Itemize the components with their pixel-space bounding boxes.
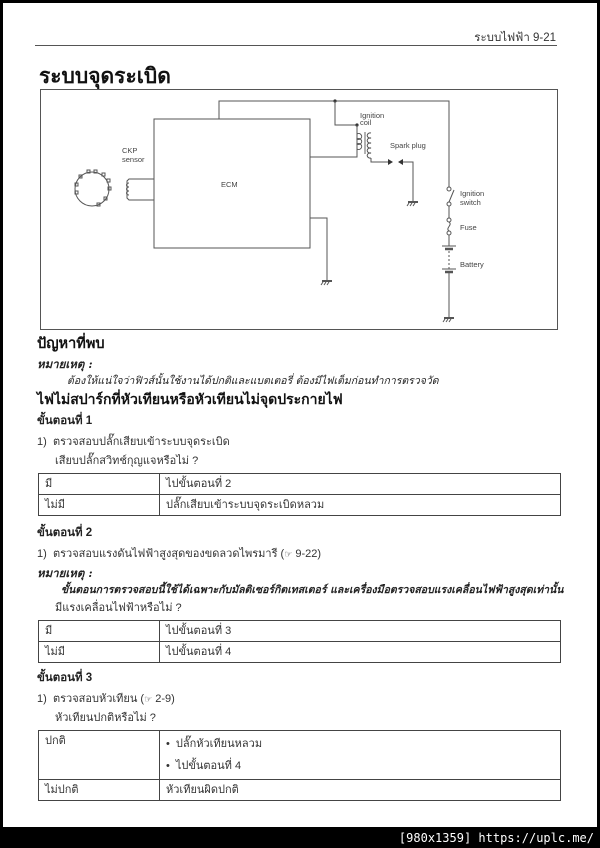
note-label: หมายเหตุ : <box>37 566 93 580</box>
running-head: ระบบไฟฟ้า 9-21 <box>474 32 556 44</box>
ground-icon <box>320 280 332 286</box>
step-question: เสียบปลั๊กสวิทช์กุญแจหรือไม่ ? <box>55 455 199 467</box>
svg-text:Spark plug: Spark plug <box>390 141 426 150</box>
table-row: ไม่มี ปลั๊กเสียบเข้าระบบจุดระเบิดหลวม <box>38 494 561 516</box>
reference-link[interactable]: 2-9) <box>155 693 175 705</box>
table-row: ไม่ปกติ หัวเทียนผิดปกติ <box>38 779 561 801</box>
action-list: ปลั๊กหัวเทียนหลวม ไปขั้นตอนที่ 4 <box>166 733 554 777</box>
troubleshooting-content: ปัญหาที่พบ หมายเหตุ : ต้องให้แน่ใจว่าฟิว… <box>37 333 563 801</box>
svg-text:Ignition: Ignition <box>460 189 484 198</box>
svg-text:Ignition: Ignition <box>360 111 384 120</box>
table-row: มี ไปขั้นตอนที่ 3 <box>38 620 561 642</box>
symptom-heading: ไฟไม่สปาร์กที่หัวเทียนหรือหัวเทียนไม่จุด… <box>37 392 343 408</box>
manual-page: ระบบไฟฟ้า 9-21 ระบบจุดระเบิด ECM <box>3 3 597 827</box>
list-item: ปลั๊กหัวเทียนหลวม <box>166 733 554 755</box>
watermark: [980x1359] https://uplc.me/ <box>398 831 594 845</box>
note-text: ขั้นตอนการตรวจสอบนี้ใช้ได้เฉพาะกับมัลติเ… <box>61 584 564 596</box>
svg-text:coil: coil <box>360 118 372 127</box>
ckp-rotor-icon <box>74 169 112 207</box>
reference-hand-icon: ☞ <box>284 549 293 559</box>
step-title: ขั้นตอนที่ 3 <box>37 672 93 684</box>
table-row: ไม่มี ไปขั้นตอนที่ 4 <box>38 641 561 663</box>
ground-icon <box>406 201 418 207</box>
list-item: ไปขั้นตอนที่ 4 <box>166 755 554 777</box>
step-item: 1)ตรวจสอบปลั๊กเสียบเข้าระบบจุดระเบิด <box>37 436 230 448</box>
ignition-circuit-diagram: ECM <box>40 89 558 330</box>
step-1: ขั้นตอนที่ 1 1)ตรวจสอบปลั๊กเสียบเข้าระบบ… <box>37 412 563 516</box>
svg-text:switch: switch <box>460 198 481 207</box>
ground-icon <box>442 317 454 323</box>
reference-hand-icon: ☞ <box>144 694 153 704</box>
step-question: มีแรงเคลื่อนไฟฟ้าหรือไม่ ? <box>55 602 182 614</box>
step-3: ขั้นตอนที่ 3 1)ตรวจสอบหัวเทียน (☞ 2-9) ห… <box>37 669 563 801</box>
svg-text:Battery: Battery <box>460 260 484 269</box>
battery-icon <box>442 245 456 274</box>
svg-text:Fuse: Fuse <box>460 223 477 232</box>
step-question: หัวเทียนปกติหรือไม่ ? <box>55 712 156 724</box>
result-table: มี ไปขั้นตอนที่ 2 ไม่มี ปลั๊กเสียบเข้าระ… <box>38 473 561 516</box>
result-table: มี ไปขั้นตอนที่ 3 ไม่มี ไปขั้นตอนที่ 4 <box>38 620 561 663</box>
ignition-switch-icon <box>446 186 455 207</box>
table-row: ปกติ ปลั๊กหัวเทียนหลวม ไปขั้นตอนที่ 4 <box>38 730 561 780</box>
svg-text:CKP: CKP <box>122 146 137 155</box>
header-rule <box>35 45 557 46</box>
result-table: ปกติ ปลั๊กหัวเทียนหลวม ไปขั้นตอนที่ 4 ไม… <box>38 730 561 801</box>
ecm-box <box>153 118 311 249</box>
ignition-coil-icon <box>356 132 372 159</box>
reference-link[interactable]: 9-22) <box>295 548 322 560</box>
svg-text:sensor: sensor <box>122 155 145 164</box>
table-row: มี ไปขั้นตอนที่ 2 <box>38 473 561 495</box>
note-label: หมายเหตุ : <box>37 357 93 371</box>
step-item: 1)ตรวจสอบหัวเทียน (☞ 2-9) <box>37 693 175 705</box>
step-title: ขั้นตอนที่ 1 <box>37 415 93 427</box>
note-text: ต้องให้แน่ใจว่าฟิวส์นั้นใช้งานได้ปกติและ… <box>67 375 439 387</box>
ecm-label: ECM <box>221 180 238 189</box>
step-2: ขั้นตอนที่ 2 1)ตรวจสอบแรงดันไฟฟ้าสูงสุดข… <box>37 524 563 663</box>
problem-heading: ปัญหาที่พบ <box>37 335 105 352</box>
spark-plug-icon <box>388 159 418 207</box>
page-title: ระบบจุดระเบิด <box>39 63 171 88</box>
step-item: 1)ตรวจสอบแรงดันไฟฟ้าสูงสุดของขดลวดไพรมาร… <box>37 548 322 560</box>
fuse-icon <box>446 217 452 236</box>
step-title: ขั้นตอนที่ 2 <box>37 527 93 539</box>
